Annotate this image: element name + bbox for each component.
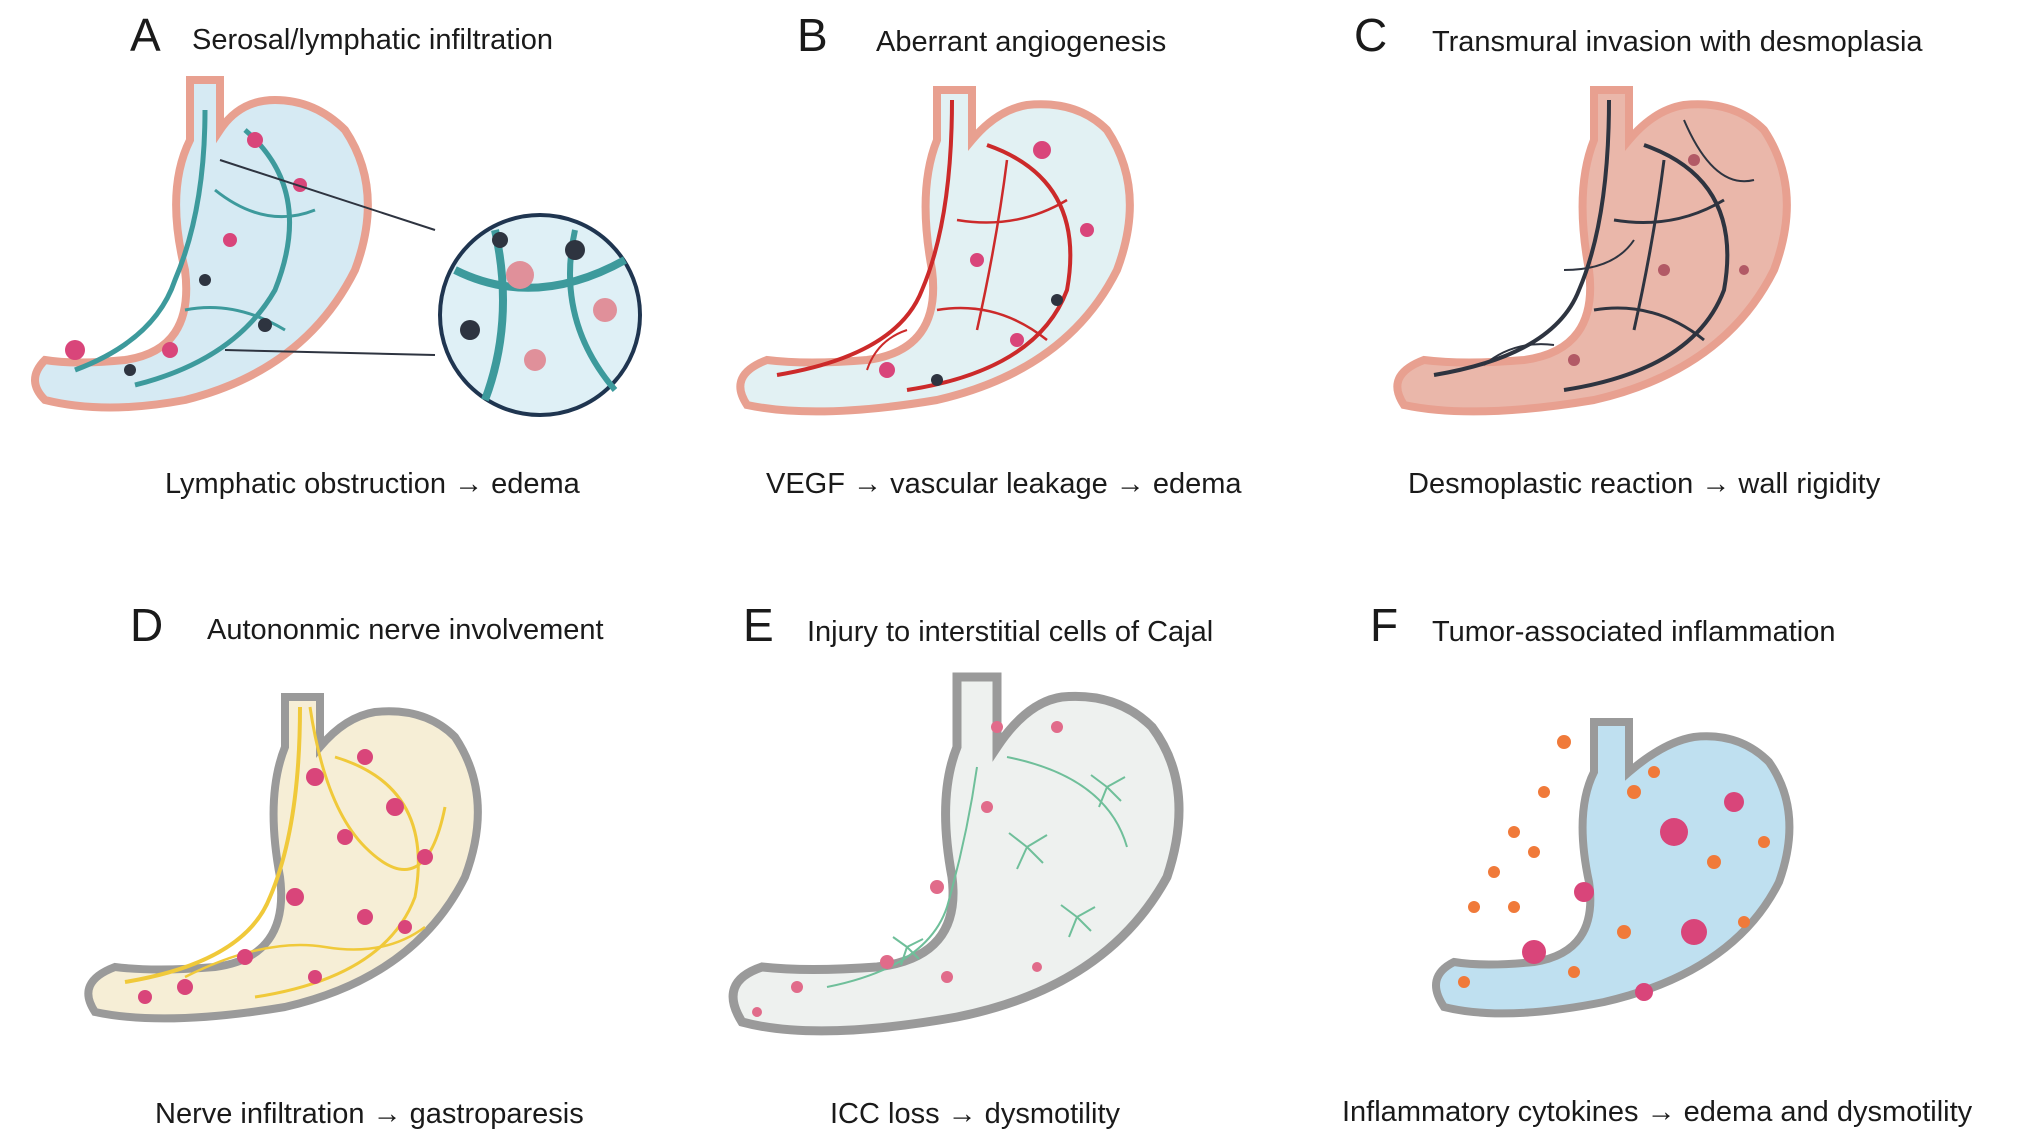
panel-title: Tumor-associated inflammation bbox=[1432, 616, 1836, 648]
stomach-desmoplasia-illustration bbox=[1393, 86, 1791, 416]
panel-letter: B bbox=[797, 9, 828, 61]
panel-letter: A bbox=[130, 9, 161, 61]
panel-caption: ICC loss → dysmotility bbox=[830, 1098, 1121, 1130]
lymphatic-zoom-inset bbox=[438, 213, 642, 417]
panel-title: Autononmic nerve involvement bbox=[207, 614, 604, 646]
panel-caption: Lymphatic obstruction → edema bbox=[165, 468, 580, 500]
panel-b: B Aberrant angiogenesis VEGF → vascular … bbox=[677, 0, 1354, 572]
panel-title: Aberrant angiogenesis bbox=[876, 26, 1167, 58]
stomach-inflammation-illustration bbox=[1432, 718, 1794, 1018]
panel-caption: VEGF → vascular leakage → edema bbox=[766, 468, 1242, 500]
panel-letter: E bbox=[743, 599, 774, 651]
panel-f: F Tumor-associated inflammation Inflamma… bbox=[1342, 572, 2031, 1144]
stomach-d bbox=[84, 693, 482, 1023]
panel-title: Serosal/lymphatic infiltration bbox=[192, 24, 554, 56]
stomach-f bbox=[1432, 718, 1794, 1018]
panel-caption: Desmoplastic reaction → wall rigidity bbox=[1408, 468, 1881, 500]
panel-d: D Autononmic nerve involvement Nerve inf… bbox=[0, 572, 677, 1144]
stomach-nerve-illustration bbox=[84, 693, 482, 1023]
panel-letter: D bbox=[130, 599, 164, 651]
panel-a: A Serosal/lymphatic infiltration Lymphat… bbox=[0, 0, 677, 572]
stomach-e bbox=[728, 672, 1184, 1036]
stomach-icc-illustration bbox=[728, 672, 1184, 1036]
panel-title: Transmural invasion with desmoplasia bbox=[1432, 26, 1923, 58]
panel-caption: Nerve infiltration → gastroparesis bbox=[155, 1098, 584, 1130]
panel-e: E Injury to interstitial cells of Cajal … bbox=[677, 572, 1354, 1144]
stomach-c bbox=[1393, 86, 1791, 416]
panel-caption: Inflammatory cytokines → edema and dysmo… bbox=[1342, 1096, 1973, 1128]
panel-title: Injury to interstitial cells of Cajal bbox=[807, 616, 1214, 648]
stomach-b bbox=[736, 86, 1134, 416]
panel-letter: F bbox=[1370, 599, 1399, 651]
stomach-lymphatic-illustration bbox=[31, 76, 642, 417]
stomach-angiogenesis-illustration bbox=[736, 86, 1134, 416]
panel-letter: C bbox=[1354, 9, 1388, 61]
panel-c: C Transmural invasion with desmoplasia D… bbox=[1354, 0, 2031, 572]
stomach-a bbox=[31, 76, 372, 412]
